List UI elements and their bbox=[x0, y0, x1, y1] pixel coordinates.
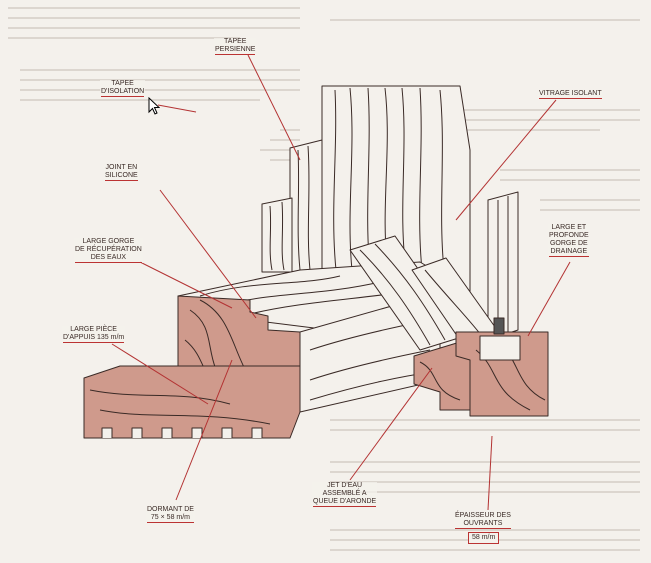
label-tapee-persienne: TAPEE PERSIENNE bbox=[214, 38, 257, 55]
epaisseur-value: 58 m/m bbox=[468, 532, 500, 544]
label-vitrage-isolant: VITRAGE ISOLANT bbox=[538, 90, 603, 99]
mouse-pointer-icon bbox=[148, 97, 160, 115]
glazing-column bbox=[487, 191, 519, 341]
background-text-lines bbox=[8, 7, 640, 551]
label-tapee-isolation: TAPEE D'ISOLATION bbox=[100, 80, 146, 97]
label-joint-silicone: JOINT EN SILICONE bbox=[104, 164, 139, 181]
label-dormant: DORMANT DE 75 × 58 m/m bbox=[146, 506, 195, 523]
label-gorge-recuperation: LARGE GORGE DE RÉCUPÉRATION DES EAUX bbox=[74, 238, 143, 263]
label-piece-appuis: LARGE PIÈCE D'APPUIS 135 m/m bbox=[62, 326, 126, 343]
label-epaisseur: ÉPAISSEUR DES OUVRANTS bbox=[454, 512, 512, 529]
tapee-isolation-post bbox=[261, 197, 293, 273]
label-gorge-drainage: LARGE ET PROFONDE GORGE DE DRAINAGE bbox=[548, 224, 590, 257]
tapee-persienne-post bbox=[289, 139, 323, 273]
label-jet-eau: JET D'EAU ASSEMBLÉ A QUEUE D'ARONDE bbox=[312, 482, 378, 507]
appui-sill-section bbox=[83, 365, 301, 439]
leader-lines bbox=[111, 54, 571, 511]
